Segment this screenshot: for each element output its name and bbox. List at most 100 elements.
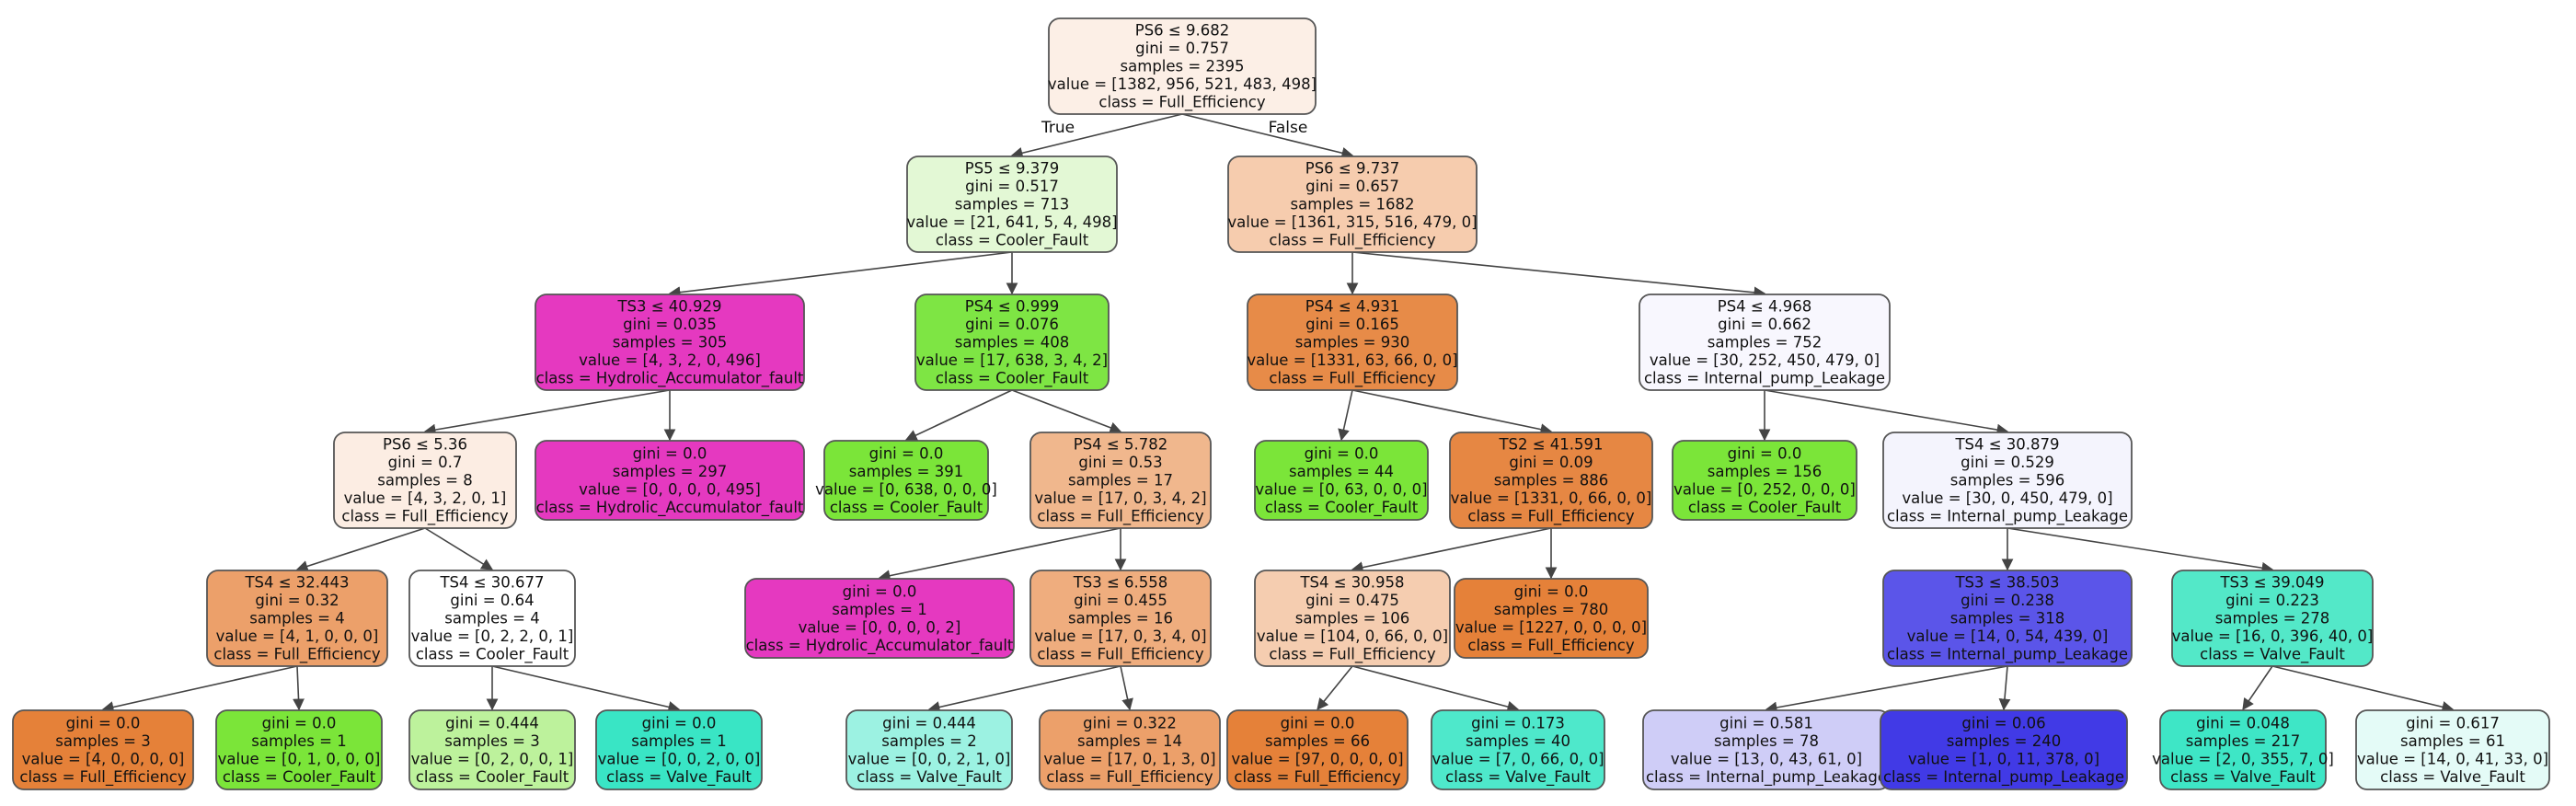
node-box <box>206 570 388 667</box>
edge-n4-n10 <box>1011 389 1122 433</box>
node-line: samples = 930 <box>1295 334 1409 351</box>
node-line: class = Internal_pump_Leakage <box>1887 508 2128 526</box>
node-box <box>2171 570 2374 667</box>
node-line: value = [30, 0, 450, 479, 0] <box>1902 489 2112 507</box>
node-box <box>12 709 194 790</box>
node-line: class = Internal_pump_Leakage <box>1883 768 2124 787</box>
node-line: value = [4, 3, 2, 0, 1] <box>344 489 507 507</box>
node-line: class = Full_Efficiency <box>1269 232 1435 250</box>
node-line: gini = 0.173 <box>1471 714 1565 731</box>
node-box <box>1431 709 1605 790</box>
node-line: samples = 217 <box>2186 732 2300 750</box>
node-line: TS4 ≤ 32.443 <box>244 574 349 592</box>
node-line: gini = 0.0 <box>633 444 707 462</box>
node-line: value = [17, 0, 1, 3, 0] <box>1043 750 1215 767</box>
node-line: gini = 0.223 <box>2225 592 2319 609</box>
node-box <box>1880 709 2128 790</box>
node-line: gini = 0.0 <box>1281 714 1355 731</box>
edge-n3-n7 <box>423 389 671 436</box>
node-line: value = [14, 0, 41, 33, 0] <box>2357 750 2548 767</box>
node-line: value = [0, 2, 2, 0, 1] <box>411 628 574 645</box>
node-line: value = [4, 3, 2, 0, 496] <box>579 351 761 369</box>
node-line: value = [16, 0, 396, 40, 0] <box>2172 628 2374 645</box>
node-line: PS4 ≤ 4.931 <box>1305 298 1399 316</box>
node-line: samples = 596 <box>1950 472 2064 489</box>
node-line: value = [4, 1, 0, 0, 0] <box>216 628 379 645</box>
node-line: class = Full_Efficiency <box>1046 768 1213 787</box>
node-line: value = [0, 63, 0, 0, 0] <box>1255 480 1427 498</box>
node-line: class = Full_Efficiency <box>1269 370 1435 388</box>
node-line: gini = 0.757 <box>1135 40 1229 57</box>
node-line: value = [21, 641, 5, 4, 498] <box>906 213 1117 231</box>
node-line: class = Full_Efficiency <box>1467 508 1634 526</box>
node-line: class = Internal_pump_Leakage <box>1646 768 1887 787</box>
node-line: PS4 ≤ 0.999 <box>965 298 1059 316</box>
node-line: gini = 0.617 <box>2406 714 2500 731</box>
node-line: gini = 0.238 <box>1961 592 2054 609</box>
node-line: samples = 391 <box>849 463 963 480</box>
edge-n22-n34 <box>2271 665 2455 713</box>
node-box <box>1254 440 1429 521</box>
node-line: TS3 ≤ 39.049 <box>2219 574 2324 592</box>
node-line: gini = 0.0 <box>1728 444 1802 462</box>
node-line: gini = 0.0 <box>843 582 917 600</box>
node-line: gini = 0.0 <box>642 714 717 731</box>
edge-n0-n2 <box>1181 113 1354 159</box>
node-line: value = [104, 0, 66, 0, 0] <box>1257 628 1448 645</box>
node-box <box>1048 17 1317 115</box>
node-line: samples = 2395 <box>1121 58 1245 75</box>
node-line: samples = 297 <box>613 463 727 480</box>
edge-n0-n1 <box>1010 113 1183 159</box>
node-line: class = Cooler_Fault <box>936 370 1089 388</box>
node-line: value = [17, 638, 3, 4, 2] <box>916 351 1108 369</box>
node-line: PS6 ≤ 9.737 <box>1305 160 1399 178</box>
edge-n1-n3 <box>668 251 1013 298</box>
node-line: gini = 0.06 <box>1961 714 2045 731</box>
node-line: class = Full_Efficiency <box>1234 768 1400 787</box>
node-line: TS3 ≤ 40.929 <box>616 298 721 316</box>
node-line: class = Hydrolic_Accumulator_fault <box>536 370 804 388</box>
node-line: gini = 0.0 <box>66 714 141 731</box>
edge-n22-n33 <box>2242 665 2273 711</box>
node-box <box>535 294 805 391</box>
node-line: gini = 0.657 <box>1305 178 1399 195</box>
node-box <box>2159 709 2327 790</box>
edge-n7-n15 <box>295 527 426 572</box>
node-line: value = [7, 0, 66, 0, 0] <box>1432 750 1604 767</box>
node-box <box>215 709 383 790</box>
node-line: gini = 0.0 <box>1305 444 1379 462</box>
node-line: PS6 ≤ 9.682 <box>1135 22 1229 40</box>
node-line: gini = 0.475 <box>1305 592 1399 609</box>
node-line: gini = 0.048 <box>2196 714 2290 731</box>
node-line: value = [0, 0, 2, 0, 0] <box>598 750 761 767</box>
node-line: gini = 0.53 <box>1078 454 1162 471</box>
node-line: samples = 78 <box>1714 732 1819 750</box>
node-box <box>1227 155 1478 253</box>
edge-n19-n29 <box>1317 665 1353 710</box>
node-line: value = [1331, 0, 66, 0, 0] <box>1451 489 1652 507</box>
node-line: gini = 0.517 <box>965 178 1059 195</box>
node-line: class = Valve_Fault <box>606 768 752 787</box>
edge-n21-n32 <box>1998 665 2011 711</box>
node-box <box>914 294 1110 391</box>
node-box <box>744 578 1015 659</box>
node-line: gini = 0.0 <box>869 444 944 462</box>
node-line: class = Hydrolic_Accumulator_fault <box>536 499 804 517</box>
node-line: samples = 106 <box>1295 610 1409 628</box>
node-line: value = [1, 0, 11, 378, 0] <box>1908 750 2099 767</box>
node-line: value = [17, 0, 3, 4, 2] <box>1034 489 1206 507</box>
